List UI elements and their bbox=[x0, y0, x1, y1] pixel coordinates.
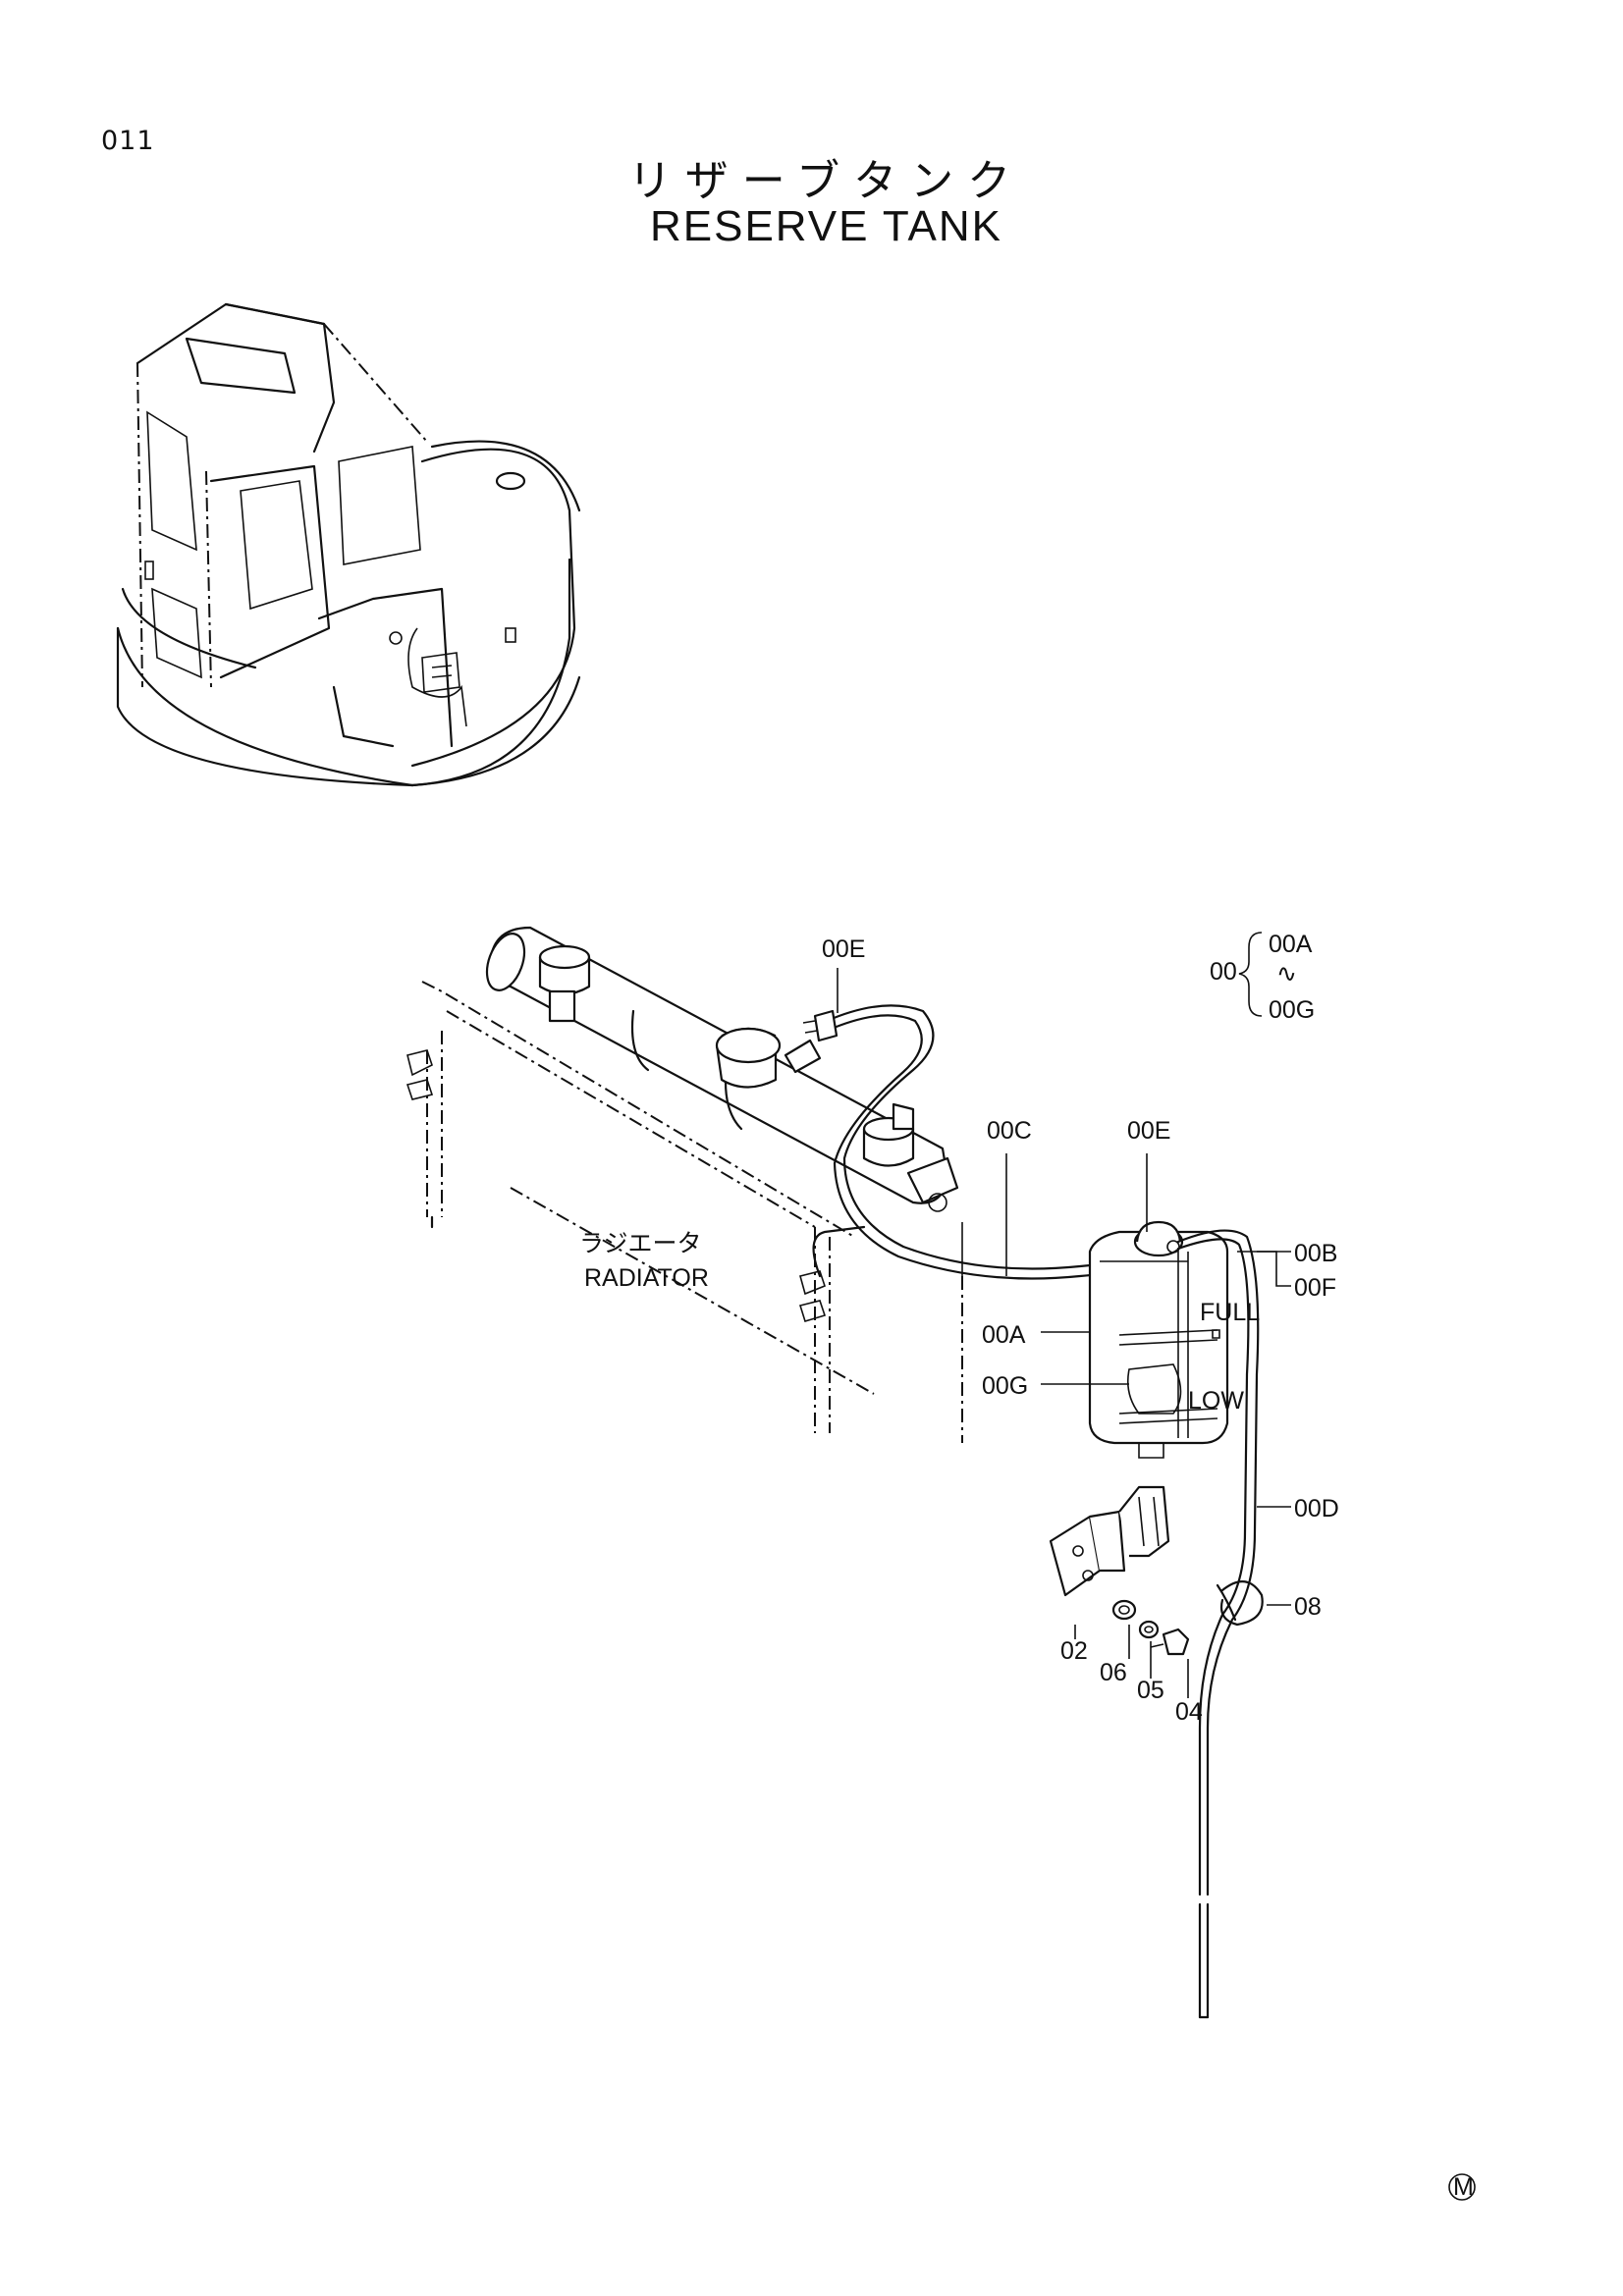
bolt-04 bbox=[1150, 1628, 1190, 1656]
callout-05: 05 bbox=[1137, 1677, 1164, 1704]
hose-00D bbox=[1176, 1229, 1264, 2019]
assembly-range-mark: ∿ bbox=[1276, 960, 1297, 988]
tank-low-mark: LOW bbox=[1188, 1387, 1244, 1415]
callout-08: 08 bbox=[1294, 1593, 1322, 1621]
callout-00D: 00D bbox=[1294, 1495, 1339, 1522]
radiator bbox=[406, 926, 963, 1443]
callout-00A: 00A bbox=[982, 1321, 1026, 1349]
assembly-first: 00A bbox=[1269, 931, 1313, 958]
assembly-parent: 00 bbox=[1210, 958, 1237, 986]
title-japanese: リザーブタンク bbox=[627, 156, 1025, 206]
leader-lines bbox=[837, 968, 1291, 1698]
svg-text:M: M bbox=[1453, 2173, 1474, 2201]
tank-full-mark: FULL bbox=[1200, 1299, 1260, 1326]
assembly-last: 00G bbox=[1269, 996, 1315, 1024]
radiator-label-english: RADIATOR bbox=[584, 1264, 709, 1292]
hose-00C bbox=[802, 1004, 1159, 1280]
bracket-02 bbox=[1049, 1485, 1170, 1597]
washer-06 bbox=[1111, 1599, 1137, 1621]
callout-00E-top: 00E bbox=[822, 935, 865, 963]
callout-00B: 00B bbox=[1294, 1240, 1337, 1267]
callout-00C: 00C bbox=[987, 1117, 1032, 1145]
callout-06: 06 bbox=[1100, 1659, 1127, 1686]
title-english: RESERVE TANK bbox=[649, 202, 1002, 250]
excavator-overview bbox=[116, 302, 581, 787]
page-number: 011 bbox=[101, 126, 155, 156]
lock-washer-05 bbox=[1138, 1620, 1160, 1639]
callout-00F: 00F bbox=[1294, 1274, 1336, 1302]
reserve-tank: FULL LOW bbox=[1088, 1220, 1260, 1459]
assembly-legend: 00 00A ∿ 00G bbox=[1210, 931, 1315, 1024]
callout-00G: 00G bbox=[982, 1372, 1028, 1400]
footer-m-mark: M bbox=[1448, 2173, 1476, 2201]
callout-02: 02 bbox=[1060, 1637, 1088, 1665]
callout-00E-right: 00E bbox=[1127, 1117, 1170, 1145]
callout-04: 04 bbox=[1175, 1698, 1203, 1726]
radiator-label-japanese: ラジエータ bbox=[579, 1230, 702, 1257]
